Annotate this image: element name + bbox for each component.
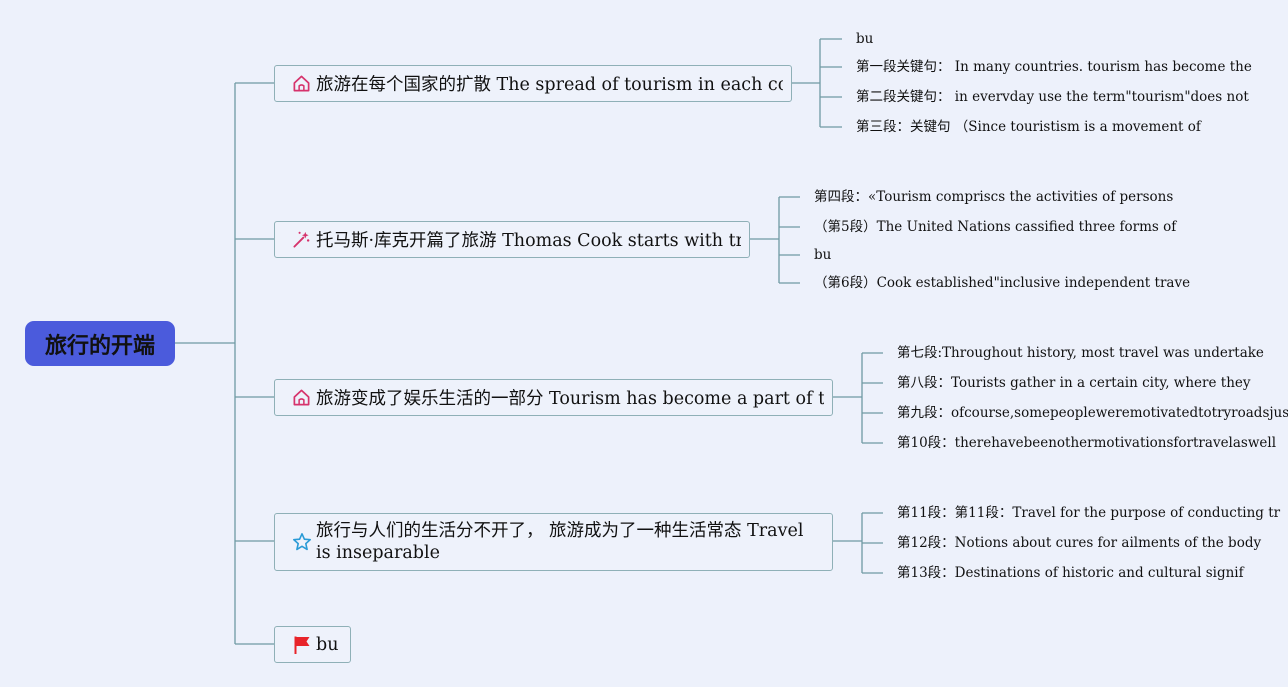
subtopic[interactable]: 第八段：Tourists gather in a certain city, w… xyxy=(897,375,1251,391)
subtopic[interactable]: bu xyxy=(856,31,874,47)
subtopic[interactable]: 第11段：第11段：Travel for the purpose of cond… xyxy=(897,505,1281,521)
subtopic[interactable]: （第5段）The United Nations cassified three … xyxy=(814,219,1177,235)
topic-label: 托马斯·库克开篇了旅游 Thomas Cook starts with trav… xyxy=(316,231,741,251)
topic-bu[interactable]: bu xyxy=(274,626,351,663)
star-icon xyxy=(291,532,312,553)
subtopic[interactable]: 第三段：关键句 （Since touristism is a movement … xyxy=(856,119,1201,135)
subtopic[interactable]: 第13段：Destinations of historic and cultur… xyxy=(897,565,1244,581)
subtopic[interactable]: 第七段:Throughout history, most travel was … xyxy=(897,345,1264,361)
subtopic[interactable]: 第10段：therehavebeenothermotivationsfortra… xyxy=(897,435,1277,451)
topic-tourism-entertainment[interactable]: 旅游变成了娱乐生活的一部分 Tourism has become a part … xyxy=(274,379,833,416)
subtopic[interactable]: 第九段：ofcourse,somepeopleweremotivatedtotr… xyxy=(897,405,1288,421)
subtopic[interactable]: （第6段）Cook established"inclusive independ… xyxy=(814,275,1191,291)
subtopic[interactable]: 第12段：Notions about cures for ailments of… xyxy=(897,535,1262,551)
subtopic[interactable]: 第四段：«Tourism compriscs the activities of… xyxy=(814,189,1174,205)
topic-label: 旅游在每个国家的扩散 The spread of tourism in each… xyxy=(316,75,783,95)
topic-label: 旅行与人们的生活分不开了， 旅游成为了一种生活常态 Travel is inse… xyxy=(316,521,804,563)
topic-label: 旅游变成了娱乐生活的一部分 Tourism has become a part … xyxy=(316,389,824,409)
topic-spread-of-tourism[interactable]: 旅游在每个国家的扩散 The spread of tourism in each… xyxy=(274,65,792,102)
topic-travel-inseparable[interactable]: 旅行与人们的生活分不开了， 旅游成为了一种生活常态 Travel is inse… xyxy=(274,513,833,571)
subtopic[interactable]: 第二段关键句： in evervday use the term"tourism… xyxy=(856,89,1249,105)
root-topic-label: 旅行的开端 xyxy=(44,333,155,359)
house-icon xyxy=(291,387,312,408)
magic-wand-icon xyxy=(291,229,312,250)
house-icon xyxy=(291,73,312,94)
flag-icon xyxy=(291,634,312,655)
topic-thomas-cook[interactable]: 托马斯·库克开篇了旅游 Thomas Cook starts with trav… xyxy=(274,221,750,258)
topic-label: bu xyxy=(316,634,339,655)
subtopic[interactable]: bu xyxy=(814,247,832,263)
root-topic[interactable]: 旅行的开端 xyxy=(25,321,175,366)
subtopic[interactable]: 第一段关键句： In many countries. tourism has b… xyxy=(856,59,1252,75)
